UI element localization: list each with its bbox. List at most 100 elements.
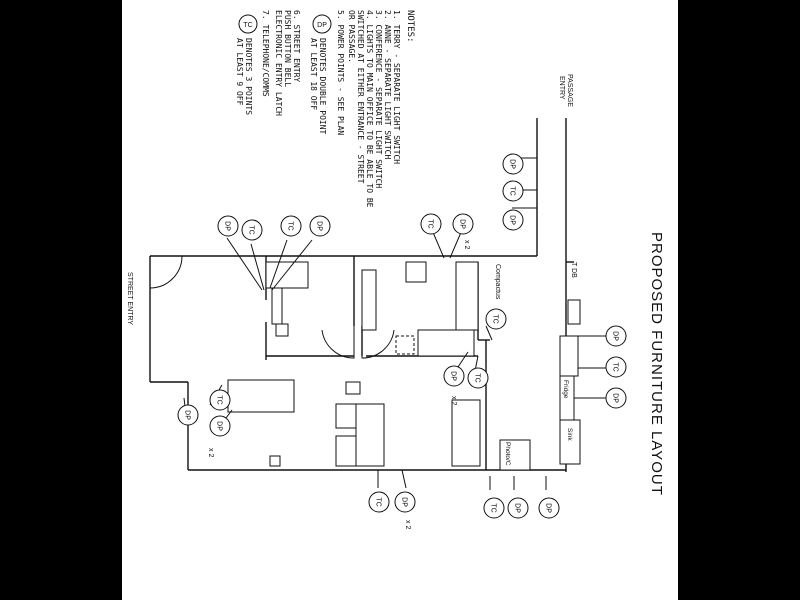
telecom-point-marker: TC (241, 219, 263, 241)
fridge-label: Fridge (562, 380, 569, 399)
desk (335, 435, 357, 467)
telecom-point-marker: TC (485, 308, 507, 330)
telecom-point-marker: TC (605, 356, 627, 378)
compactus (455, 261, 479, 331)
power-comms-markers: DP TC TC DP DP TC DP TC DP TC DP TC DP TC DP DP DP TC DP TC… (177, 153, 627, 519)
tc-label: TC (509, 186, 516, 195)
dp-label: DP (612, 331, 619, 341)
tc-label: TC (612, 362, 619, 371)
dp-label: DP (401, 497, 408, 507)
telecom-point-marker: TC (280, 215, 302, 237)
tc-label: TC (375, 497, 382, 506)
note-line: 2. ANNE - SEPARATE LIGHT SWITCH (383, 10, 392, 159)
double-power-point-marker: DP (452, 213, 474, 235)
telecom-point-marker: TC (368, 491, 390, 513)
passage-entry-label: PASSAGE (566, 74, 573, 107)
sink-unit (559, 419, 581, 465)
note-line: 1. TERRY - SEPARATE LIGHT SWITCH (392, 10, 401, 164)
desk-return (271, 287, 283, 325)
note-line: ELECTRONIC ENTRY LATCH (274, 10, 283, 116)
tc-label: TC (287, 221, 294, 230)
bookshelf (361, 269, 377, 331)
double-power-point-marker: DP (309, 215, 331, 237)
note-line: 5. POWER POINTS - SEE PLAN (336, 10, 345, 135)
chair (345, 381, 361, 395)
note-line: AT LEAST 9 OFF (235, 38, 244, 106)
dp-label: DP (509, 159, 516, 169)
dp-label: DP (612, 393, 619, 403)
door-swing (321, 326, 355, 359)
desk (417, 329, 475, 357)
note-line: DENOTES DOUBLE POINT (318, 38, 327, 135)
note-line: SWITCHED AT EITHER ENTRANCE - STREET (356, 10, 365, 184)
double-power-point-marker: DP (443, 365, 465, 387)
note-line: OR PASSAGE. (347, 10, 356, 63)
legend-dp-symbol: DP (312, 14, 332, 34)
notes-block: NOTES: 1. TERRY - SEPARATE LIGHT SWITCH … (235, 10, 415, 208)
dp-label: DP (316, 221, 323, 231)
double-power-point-marker: DP (538, 497, 560, 519)
quantity-label: x 2 (463, 240, 470, 249)
telecom-point-marker: TC (483, 497, 505, 519)
doors (149, 255, 395, 359)
telecom-point-marker: TC (502, 180, 524, 202)
drawing-title: PROPOSED FURNITURE LAYOUT (648, 232, 665, 496)
chair (275, 323, 289, 337)
dp-label: DP (184, 410, 191, 420)
dp-label: DP (509, 215, 516, 225)
double-power-point-marker: DP (217, 215, 239, 237)
double-power-point-marker: DP (605, 325, 627, 347)
passage-entry-label: ENTRY (558, 76, 565, 100)
quantity-label: x 2 (450, 396, 457, 405)
telecom-point-marker: TC (420, 213, 442, 235)
double-power-point-marker: DP (394, 491, 416, 513)
tc-label: TC (474, 373, 481, 382)
chair (269, 455, 281, 467)
note-line: DENOTES 3 POINTS (244, 38, 253, 115)
legend-dp-label: DP (317, 22, 327, 29)
dp-label: DP (514, 503, 521, 513)
tc-label: TC (216, 395, 223, 404)
desk (405, 261, 427, 283)
cabinet (559, 335, 579, 377)
legend-tc-label: TC (243, 22, 252, 29)
note-line: 4. LIGHTS TO MAIN OFFICE TO BE ABLE TO B… (365, 10, 374, 208)
dp-label: DP (224, 221, 231, 231)
street-entry-label: STREET ENTRY (126, 272, 133, 325)
photocopier-label: Photo/C (504, 442, 511, 466)
note-line: AT LEAST 18 OFF (309, 38, 318, 110)
door-swing (149, 255, 183, 289)
quantity-label: x 2 (207, 448, 214, 457)
double-power-point-marker: DP (502, 209, 524, 231)
legend-tc-symbol: TC (238, 14, 258, 34)
photocopier-unit (499, 439, 531, 471)
dp-label: DP (450, 371, 457, 381)
dp-label: DP (545, 503, 552, 513)
double-power-point-marker: DP (177, 404, 199, 426)
dp-label: DP (216, 421, 223, 431)
compactus-label: Compactus (494, 264, 501, 300)
double-power-point-marker: DP (507, 497, 529, 519)
desk (265, 261, 309, 289)
tc-label: TC (492, 314, 499, 323)
floor-plan: PROPOSED FURNITURE LAYOUT NOTES: 1. TERR… (126, 10, 665, 529)
sink-label: Sink (566, 428, 573, 441)
notes-heading: NOTES: (405, 10, 415, 43)
kitchen-bench (567, 299, 581, 325)
tc-label: TC (490, 503, 497, 512)
double-power-point-marker: DP (502, 153, 524, 175)
tc-label: TC (427, 219, 434, 228)
db-label: T DB (570, 262, 577, 278)
leader-lines (183, 157, 606, 490)
desk (227, 379, 295, 413)
quantity-label: x 2 (404, 520, 411, 529)
note-line: 3. CONFERENCE - SEPARATE LIGHT SWITCH (374, 10, 383, 188)
double-power-point-marker: DP (209, 415, 231, 437)
desk (335, 403, 357, 429)
tc-label: TC (248, 225, 255, 234)
desk (355, 403, 385, 467)
telecom-point-marker: TC (467, 367, 489, 389)
furniture (227, 261, 581, 471)
drawing-sheet: PROPOSED FURNITURE LAYOUT NOTES: 1. TERR… (122, 0, 678, 600)
dp-label: DP (459, 219, 466, 229)
